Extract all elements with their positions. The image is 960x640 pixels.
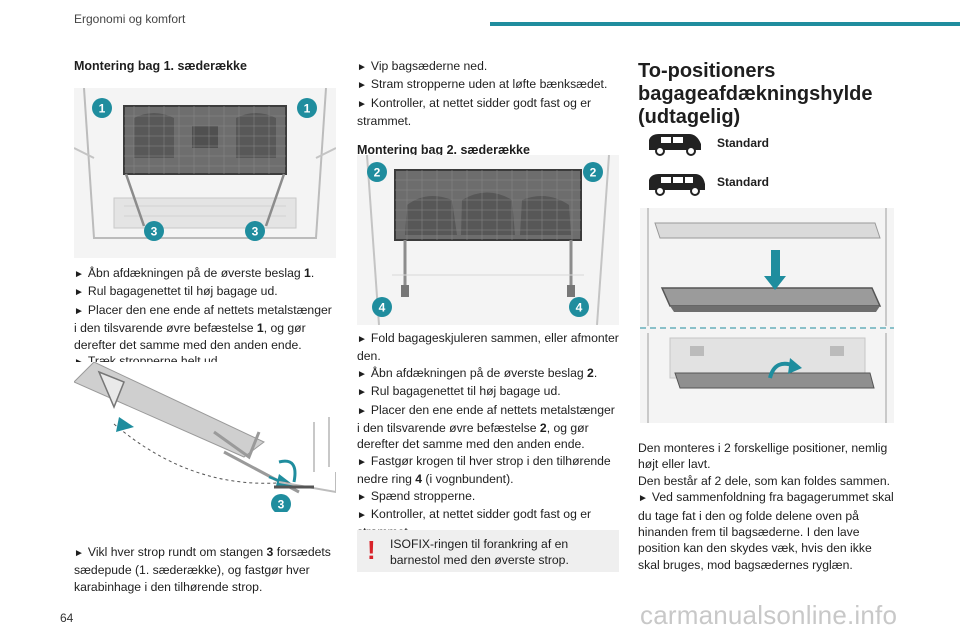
step-2-top-1: ►Vip bagsæderne ned. [357, 59, 488, 73]
step-1-final: ►Vikl hver strop rundt om stangen 3 fors… [74, 545, 331, 594]
step-2-6: ►Spænd stropperne. [357, 488, 476, 503]
shelf-step: ►Ved sammenfoldning fra bagagerummet ska… [638, 490, 894, 572]
warning-text: ISOFIX-ringen til forankring af en barne… [390, 537, 569, 567]
car-variant-2 [645, 170, 709, 198]
shelf-title: To-positioners bagageafdækningshylde (ud… [638, 60, 873, 128]
figure-strap-wrap: 3 [74, 362, 336, 512]
figure-net-second-row: 2 2 4 4 [357, 155, 619, 325]
step-2-1: ►Fold bagageskjuleren sammen, eller afmo… [357, 331, 619, 364]
badge-3a: 3 [151, 225, 158, 239]
step-2-top-2: ►Stram stropperne uden at løfte bænksæde… [357, 77, 608, 92]
watermark: carmanualsonline.info [640, 600, 898, 630]
figure-parcel-shelf [640, 208, 894, 423]
warning-box: ! ISOFIX-ringen til forankring af en bar… [357, 530, 619, 572]
steps-row1: ►Åbn afdækningen på de øverste beslag 1.… [74, 265, 336, 371]
step-2-2: ►Åbn afdækningen på de øverste beslag 2. [357, 365, 598, 380]
badge-1b: 1 [304, 102, 311, 116]
fig1-badges: 1 1 3 3 [92, 98, 317, 241]
badge-2b: 2 [590, 166, 597, 180]
van-long-icon [649, 174, 705, 196]
page-number: 64 [60, 611, 74, 625]
badge-3-strap: 3 [278, 498, 285, 512]
heading-row1-mount: Montering bag 1. sæderække [74, 59, 247, 73]
figure-net-first-row: 1 1 3 3 [74, 88, 336, 258]
variant-label-1: Standard [717, 136, 770, 150]
steps-top-col2: ►Vip bagsæderne ned. ►Stram stropperne u… [357, 58, 619, 158]
heading-row2-mount: Montering bag 2. sæderække [357, 142, 530, 157]
step-1-3: ►Placer den ene ende af nettets metalstæ… [74, 302, 332, 352]
badge-1a: 1 [99, 102, 106, 116]
step-2-3: ►Rul bagagenettet til høj bagage ud. [357, 384, 561, 399]
column-1: Montering bag 1. sæderække [74, 58, 336, 74]
step-1-1: ►Åbn afdækningen på de øverste beslag 1. [74, 266, 315, 280]
badge-4a: 4 [379, 301, 386, 315]
steps-row2: ►Fold bagageskjuleren sammen, eller afmo… [357, 330, 619, 541]
header-accent-bar [490, 22, 960, 26]
shelf-description: Den monteres i 2 forskellige positioner,… [638, 440, 896, 573]
shelf-para-2: Den består af 2 dele, som kan foldes sam… [638, 473, 891, 488]
badge-2a: 2 [374, 166, 381, 180]
shelf-para-1: Den monteres i 2 forskellige positioner,… [638, 441, 888, 472]
section-header: Ergonomi og komfort [74, 12, 186, 26]
variant-label-2: Standard [717, 175, 770, 189]
step-2-top-3: ►Kontroller, at nettet sidder godt fast … [357, 95, 592, 129]
car-variant-1 [645, 130, 705, 158]
badge-4b: 4 [576, 301, 583, 315]
step-1-2: ►Rul bagagenettet til høj bagage ud. [74, 284, 278, 299]
warning-icon: ! [367, 535, 376, 565]
step-2-4: ►Placer den ene ende af nettets metalstæ… [357, 402, 615, 452]
badge-3b: 3 [252, 225, 259, 239]
step-2-5: ►Fastgør krogen til hver strop i den til… [357, 453, 611, 487]
van-short-icon [649, 134, 701, 156]
